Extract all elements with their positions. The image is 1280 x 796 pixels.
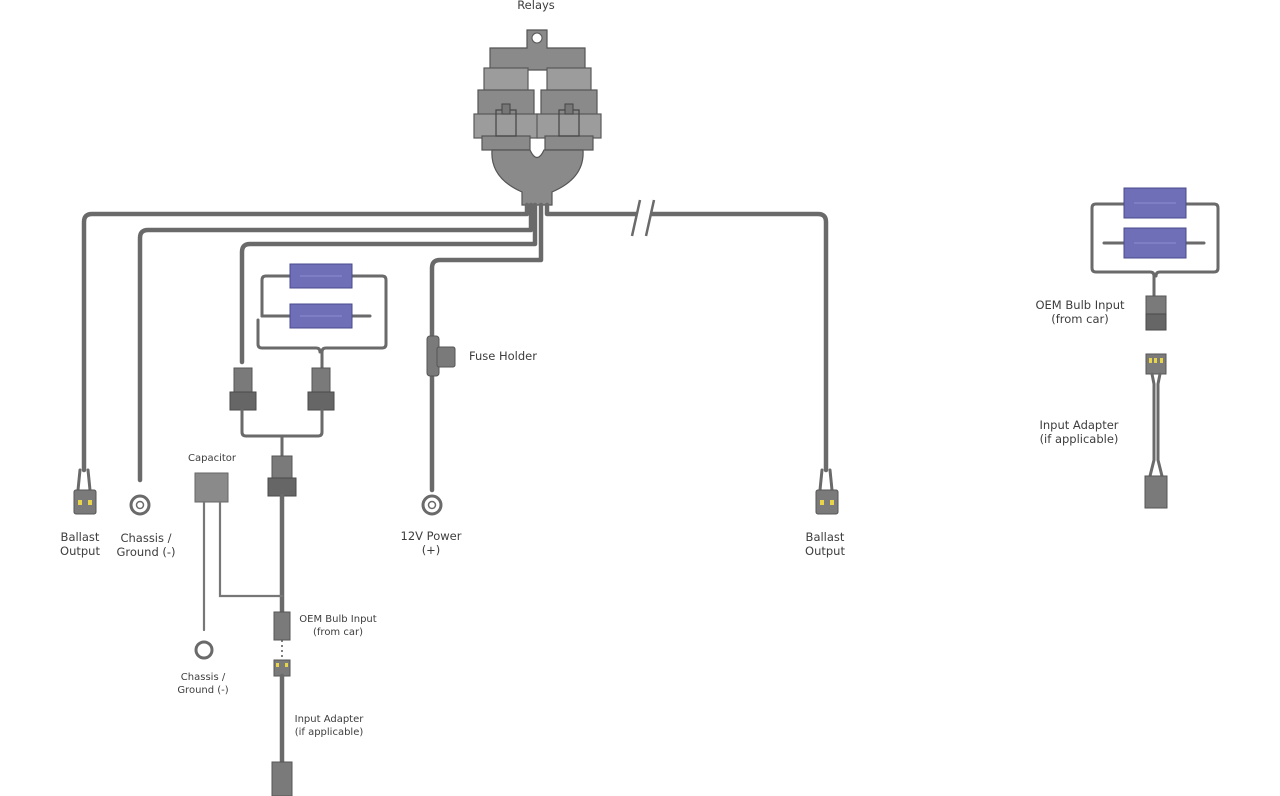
- ballast-output-left-connector: [73, 468, 97, 515]
- power-12v-label: 12V Power (+): [400, 529, 462, 558]
- input-adapter-side: [1144, 353, 1168, 509]
- oem-input-adapter-main: [271, 611, 293, 796]
- input-adapter-side-label: Input Adapter (if applicable): [1039, 418, 1119, 447]
- chassis-ground-ring-bottom: [194, 640, 214, 660]
- ballast-output-right-connector: [815, 468, 839, 515]
- chassis-ground-bottom-label: Chassis / Ground (-): [177, 672, 229, 696]
- resistor-harness-center: [229, 263, 388, 615]
- capacitor: [194, 472, 284, 632]
- oem-bulb-input-main-label: OEM Bulb Input (from car): [299, 614, 377, 638]
- chassis-ground-top-label: Chassis / Ground (-): [116, 531, 176, 560]
- capacitor-label: Capacitor: [187, 453, 237, 464]
- ballast-output-left-label: Ballast Output: [60, 530, 100, 559]
- main-wires: [81, 199, 829, 493]
- chassis-ground-ring-top: [129, 494, 151, 516]
- fuse-holder: [426, 335, 456, 377]
- relays-label: Relays: [517, 0, 555, 12]
- power-12v-ring: [421, 494, 443, 516]
- relay-assembly: [473, 29, 602, 206]
- oem-bulb-input-side-label: OEM Bulb Input (from car): [1035, 298, 1125, 327]
- ballast-output-right-label: Ballast Output: [805, 530, 845, 559]
- fuse-holder-label: Fuse Holder: [469, 349, 537, 363]
- input-adapter-main-label: Input Adapter (if applicable): [294, 714, 364, 738]
- resistor-harness-side: [1090, 187, 1220, 331]
